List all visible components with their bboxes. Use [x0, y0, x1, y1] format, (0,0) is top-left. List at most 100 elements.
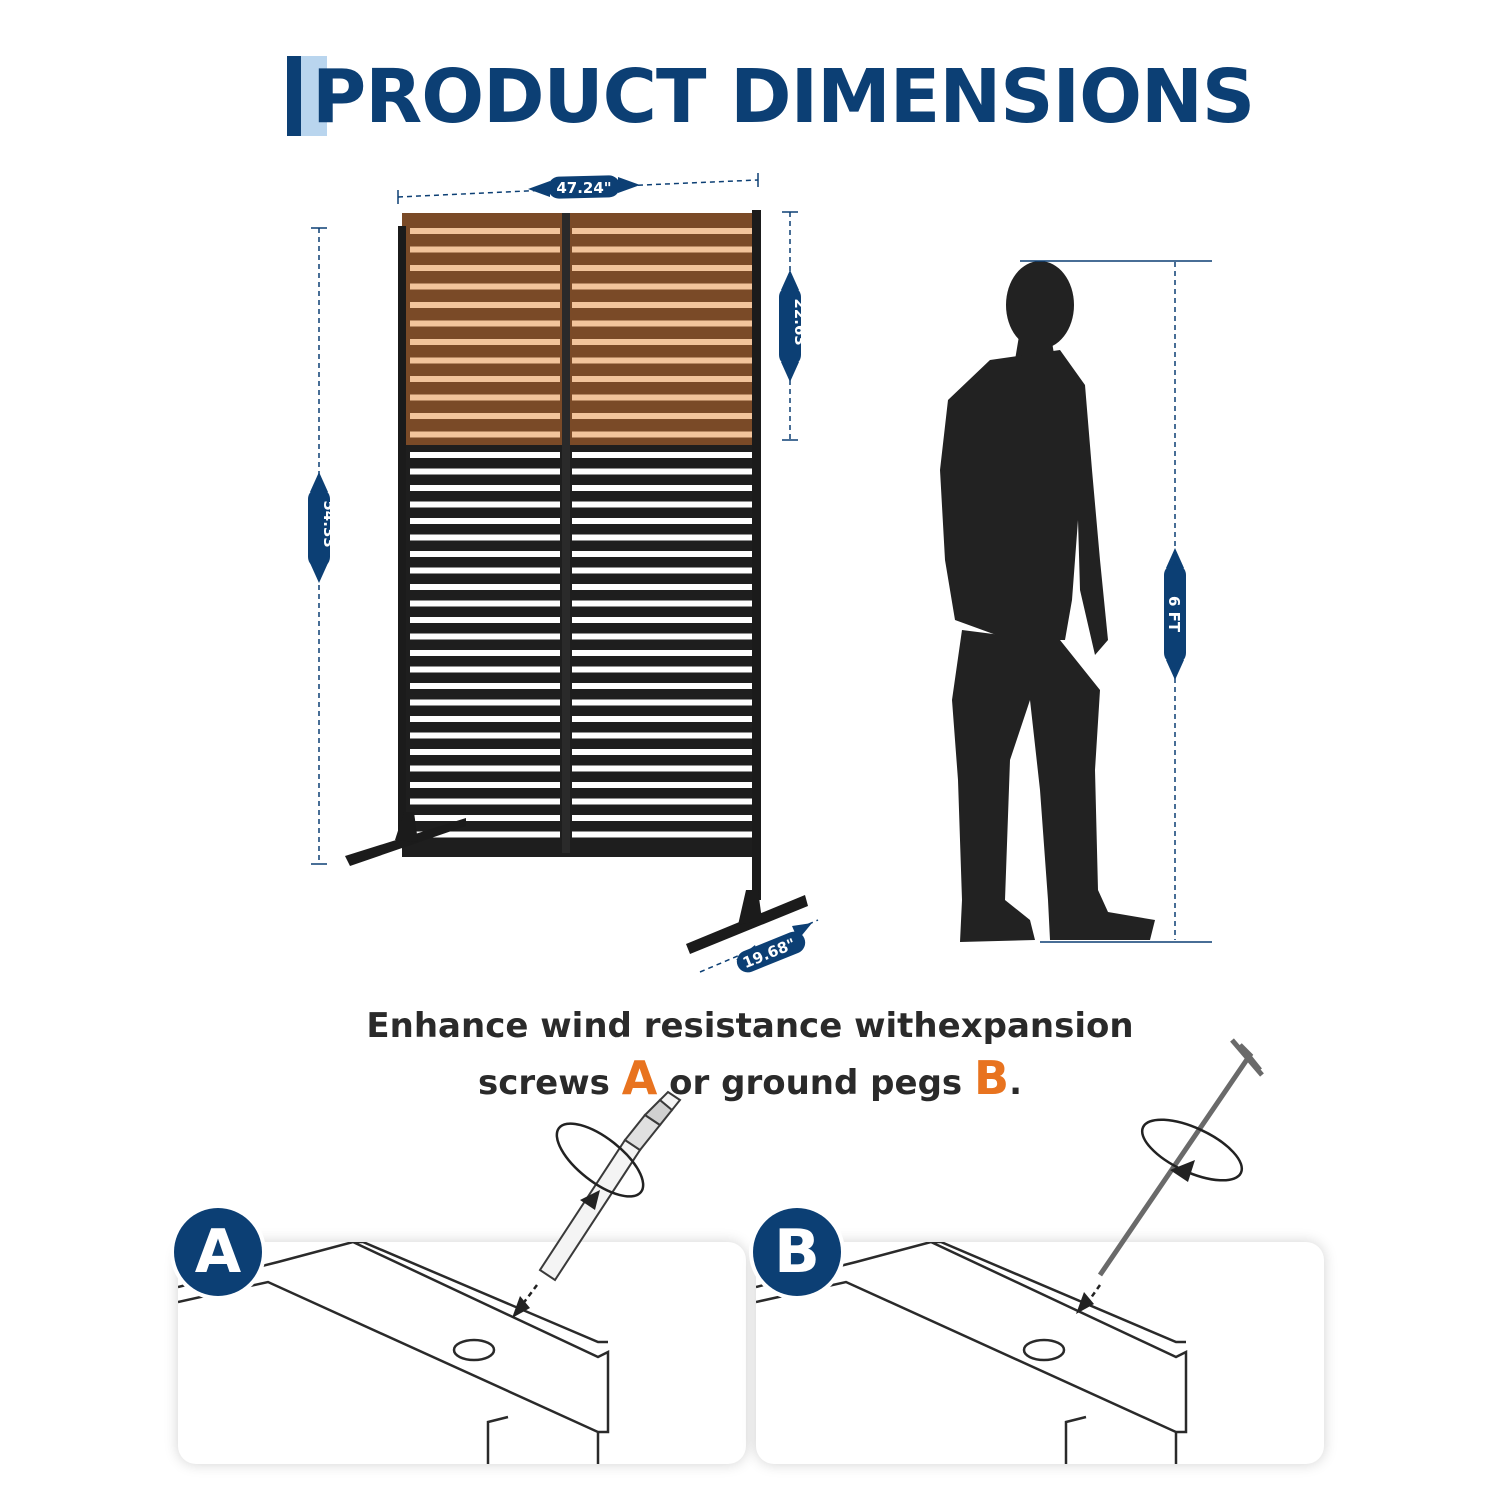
left-post [398, 226, 406, 838]
metal-slat-gap [572, 732, 752, 739]
metal-slat-gap [572, 452, 752, 458]
foot-channel-a-illustration [178, 1242, 610, 1464]
metal-slat-gap [410, 452, 560, 458]
option-a-badge: A [174, 1208, 262, 1296]
wood-slat [410, 265, 560, 271]
metal-slat-gap [410, 749, 560, 755]
option-a-card [178, 1242, 746, 1464]
wood-slat [572, 394, 752, 401]
wood-slat [572, 302, 752, 308]
metal-slat-gap [410, 617, 560, 623]
wood-slat [410, 431, 560, 438]
option-b-badge: B [753, 1208, 841, 1296]
metal-slat-gap [410, 501, 560, 508]
wood-slat [410, 394, 560, 401]
metal-slat-gap [572, 831, 752, 838]
width-dimension: 47.24" [397, 173, 759, 204]
right-foot-bracket [738, 890, 762, 925]
center-post [562, 213, 570, 853]
caption-line-1: Enhance wind resistance withexpansion [366, 1006, 1134, 1046]
metal-slat-gap [410, 699, 560, 706]
wood-slat [572, 413, 752, 419]
metal-slat-gap [572, 666, 752, 673]
wood-slat [572, 357, 752, 364]
metal-slat-gap [572, 749, 752, 755]
metal-slat-gap [410, 815, 560, 821]
metal-slat-gap [410, 600, 560, 607]
left-foot-bracket [395, 812, 418, 842]
option-b-card [756, 1242, 1324, 1464]
person-height-dimension: 6 FT [1020, 260, 1212, 943]
metal-slat-gap [572, 765, 752, 772]
metal-slat-gap [572, 683, 752, 689]
metal-slat-gap [572, 633, 752, 640]
wood-slat [572, 376, 752, 382]
metal-slat-gap [572, 699, 752, 706]
metal-slat-gap [410, 765, 560, 772]
metal-slat-gap [410, 468, 560, 475]
right-foot [686, 895, 808, 954]
metal-slat-gap [572, 468, 752, 475]
metal-slat-gap [410, 567, 560, 574]
expansion-screw-icon [512, 1090, 682, 1318]
title-accent-bar [287, 56, 301, 136]
person-height-label: 6 FT [1165, 596, 1183, 633]
total-height-dimension: 54.33" [308, 227, 338, 865]
metal-slat-gap [410, 798, 560, 805]
wood-slat [410, 246, 560, 253]
wood-slat [410, 376, 560, 382]
person-silhouette [940, 261, 1155, 942]
metal-slat-gap [410, 485, 560, 491]
metal-slat-gap [410, 732, 560, 739]
installation-caption: Enhance wind resistance withexpansion sc… [300, 1000, 1200, 1109]
right-post [752, 210, 761, 900]
privacy-screen [345, 210, 808, 954]
wood-slat [410, 283, 560, 290]
wood-slat [410, 339, 560, 345]
wood-slat [410, 228, 560, 234]
metal-slat-gap [572, 650, 752, 656]
metal-slat-gap [572, 518, 752, 524]
metal-slat-gap [572, 600, 752, 607]
metal-slat-gap [572, 815, 752, 821]
metal-slat-gap [572, 501, 752, 508]
metal-slat-gap [410, 683, 560, 689]
wood-slat [572, 320, 752, 327]
hardware-illustrations [512, 1038, 1264, 1318]
metal-slat-gap [410, 534, 560, 541]
metal-slat-gap [410, 633, 560, 640]
wood-slats [410, 228, 752, 438]
metal-slat-gap [410, 782, 560, 788]
width-label: 47.24" [556, 179, 611, 197]
foot-channel-b-illustration [756, 1242, 1188, 1464]
dimension-illustration: 47.24" 22.63" 54.33" 19.68" [308, 173, 1212, 973]
metal-slats [410, 452, 752, 838]
page-title: PRODUCT DIMENSIONS [312, 54, 1255, 140]
metal-slat-gap [410, 666, 560, 673]
upper-height-label: 22.63" [791, 298, 809, 353]
metal-slat-gap [572, 584, 752, 590]
metal-slat-gap [410, 551, 560, 557]
metal-slat-gap [410, 650, 560, 656]
wood-slat [572, 228, 752, 234]
left-foot [345, 818, 466, 866]
caption-period: . [1009, 1063, 1022, 1103]
caption-line-2: screws A or ground pegs B. [300, 1052, 1200, 1109]
wood-slat [572, 431, 752, 438]
metal-slat-gap [410, 716, 560, 722]
title-accent-bar-light [301, 56, 327, 136]
upper-height-dimension: 22.63" [779, 211, 809, 441]
wood-slat [410, 320, 560, 327]
wood-slat [572, 339, 752, 345]
metal-slat-gap [572, 782, 752, 788]
wood-slat [572, 283, 752, 290]
metal-slat-gap [572, 716, 752, 722]
metal-slat-gap [572, 534, 752, 541]
option-b-marker: B [974, 1051, 1010, 1105]
title-block: PRODUCT DIMENSIONS [0, 40, 1500, 150]
caption-pegs-text: or ground pegs [657, 1063, 974, 1103]
total-height-label: 54.33" [320, 500, 338, 555]
metal-slat-gap [572, 485, 752, 491]
foot-depth-label: 19.68" [740, 935, 798, 972]
wood-slat [572, 246, 752, 253]
